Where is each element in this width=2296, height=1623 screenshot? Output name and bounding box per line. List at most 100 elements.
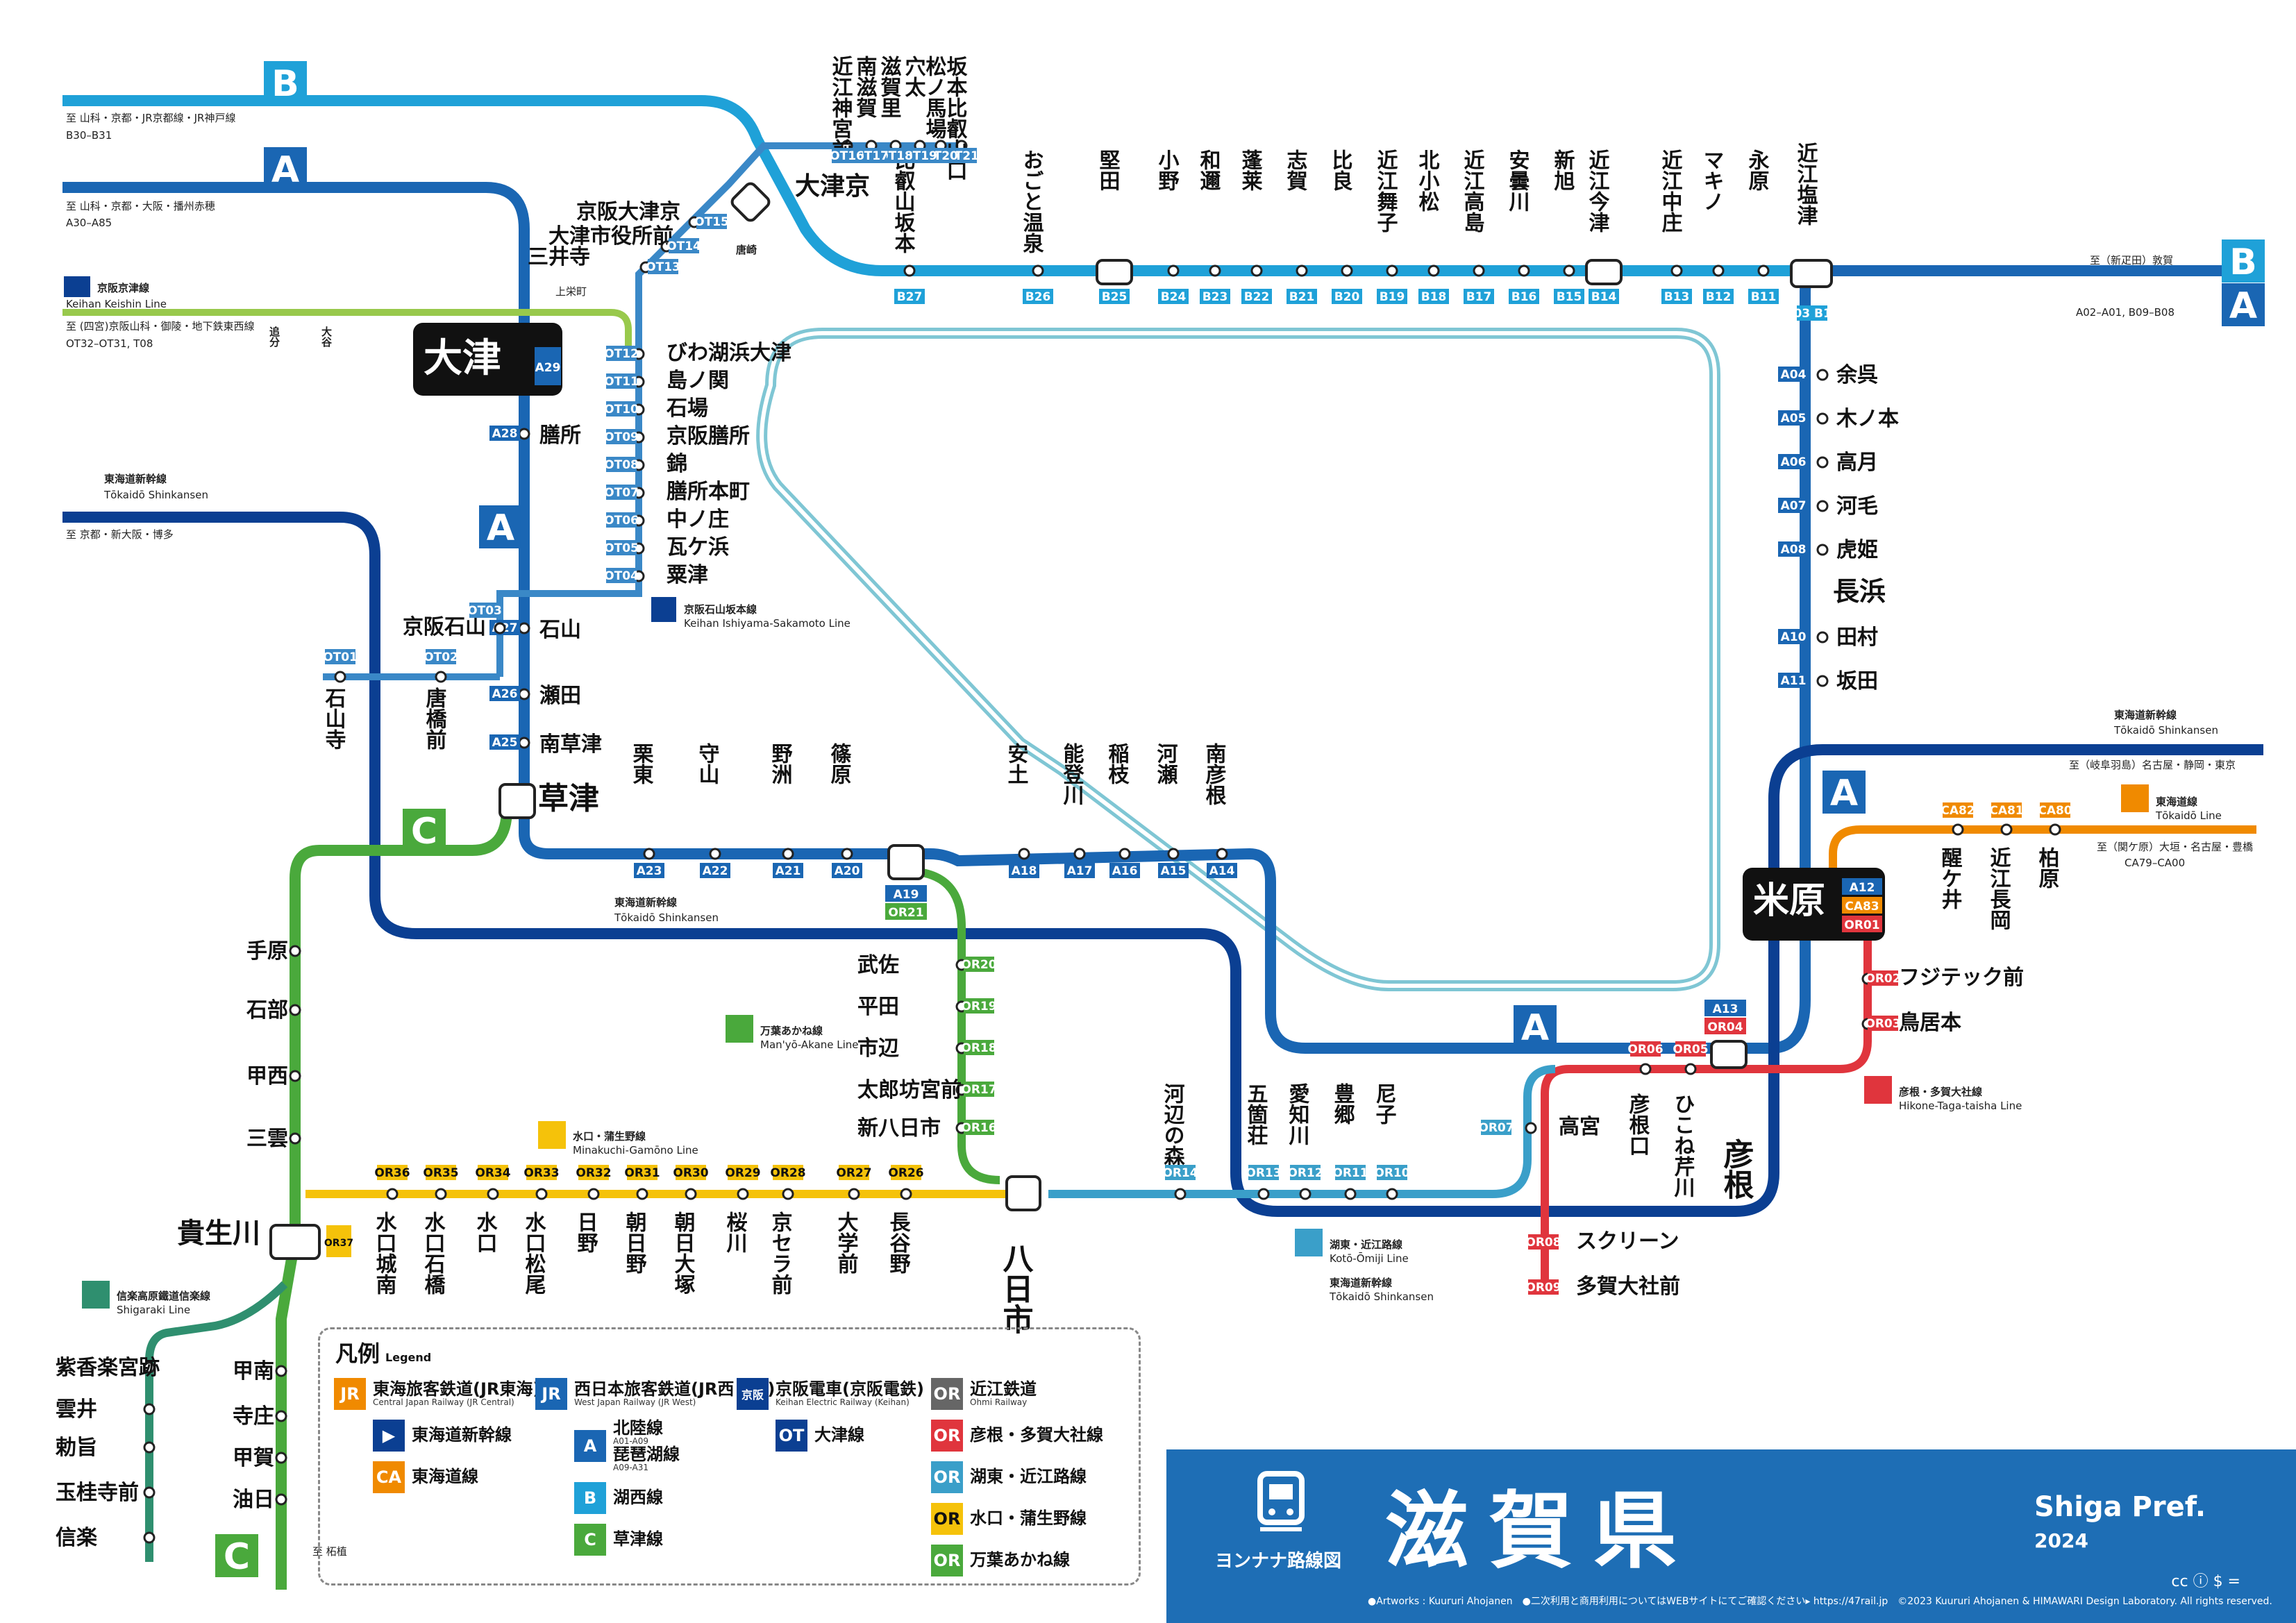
- station-code: OT07: [604, 486, 639, 500]
- station-code-badge: [832, 863, 862, 878]
- maibara-code-ca: CA83: [1845, 900, 1879, 914]
- hachiman-code-a: A19: [894, 888, 919, 902]
- station-code-badge: [489, 686, 520, 701]
- station-marker: [1299, 1188, 1312, 1200]
- station-name: フジテック前: [1899, 966, 2024, 990]
- station-code: A03 B10: [1784, 307, 1840, 321]
- station-code: OR34: [475, 1166, 510, 1180]
- station-name: 京阪大津京: [576, 200, 680, 224]
- station-code: OT17: [854, 149, 889, 163]
- station-name: 甲南: [233, 1359, 274, 1384]
- station-code-badge: [1099, 289, 1130, 304]
- station-name: 栗東: [629, 743, 654, 784]
- station-code: A17: [1067, 864, 1093, 878]
- station-name: 粟津: [667, 563, 708, 587]
- nagahama-label: 長浜: [1833, 576, 1886, 607]
- legend-hokuriku-codes: A01-A09: [613, 1436, 649, 1447]
- station-name: 水口松尾: [521, 1211, 546, 1295]
- station-name: 篠原: [827, 743, 852, 784]
- station-code-badge: [1241, 289, 1272, 304]
- station-marker: [1816, 631, 1829, 644]
- station-code-badge: [1661, 289, 1692, 304]
- station-code: B25: [1102, 290, 1128, 304]
- station-name: 稲枝: [1105, 743, 1130, 784]
- shinkansen-label-west-en: Tōkaidō Shinkansen: [103, 489, 208, 501]
- station-marker: [709, 848, 721, 860]
- terminal-b-west: 至 山科・京都・JR京都線・JR神戸線: [66, 112, 235, 124]
- station-marker: [275, 1365, 287, 1377]
- legend-kusatsu: 草津線: [613, 1529, 663, 1549]
- station-code-badge: [1778, 498, 1809, 513]
- station-code: OR26: [888, 1166, 923, 1180]
- koto-label: 湖東・近江路線: [1330, 1238, 1402, 1251]
- station-code: A14: [1209, 864, 1235, 878]
- legend-tokaido: 東海道線: [412, 1467, 478, 1487]
- keishin-line-name: 京阪京津線: [97, 282, 149, 294]
- station-code-badge: [1332, 289, 1362, 304]
- terminal-kusatsu-south: 至 柘植: [312, 1545, 347, 1558]
- station-code-badge: [696, 214, 727, 229]
- station-code-badge: [1554, 289, 1584, 304]
- station-marker: [1386, 1188, 1398, 1200]
- station-name: 能登川: [1059, 743, 1085, 805]
- station-name: 信楽: [56, 1526, 97, 1550]
- tokaido-shinkansen: [62, 512, 2263, 1217]
- station-code-badge: [1778, 541, 1809, 557]
- shinkansen-label-east: 東海道新幹線: [2114, 709, 2177, 721]
- kibukawa-code: OR37: [324, 1238, 353, 1249]
- cc-license-icons: cc ⓘ $ =: [2171, 1573, 2240, 1590]
- terminal-ca-east-codes: CA79–CA00: [2125, 857, 2185, 869]
- station-marker: [1816, 675, 1829, 687]
- station-marker: [848, 1188, 860, 1200]
- station-name: 石山寺: [321, 687, 347, 750]
- station-name: 油日: [233, 1488, 274, 1512]
- station-name: 近江神宮前: [828, 56, 853, 160]
- jr-west-badge-icon: JR: [535, 1378, 567, 1410]
- station-code: A16: [1112, 864, 1138, 878]
- station-name: 守山: [695, 743, 719, 784]
- station-code: B14: [1591, 290, 1617, 304]
- station-code-badge: [1335, 1165, 1366, 1180]
- station-name: 南彦根: [1202, 743, 1227, 806]
- station-marker: [1670, 264, 1683, 277]
- station-name: 長谷野: [886, 1211, 911, 1274]
- station-code: OT03: [467, 604, 502, 618]
- ca-line-label-en: Tōkaidō Line: [2155, 809, 2222, 822]
- station-name: 河毛: [1836, 494, 1878, 519]
- legend-jr-central: 東海旅客鉄道(JR東海): [373, 1379, 541, 1399]
- station-marker: [1341, 264, 1353, 277]
- station-marker: [1525, 1122, 1537, 1134]
- station-code-badge: [1377, 289, 1407, 304]
- kusatsu-major-label: 草津: [538, 781, 599, 816]
- station-name: 水口: [473, 1211, 498, 1253]
- or-minakuchi-icon: OR: [931, 1503, 963, 1535]
- station-code: OT12: [604, 347, 639, 361]
- major-stations: 大津 A29 米原 A12 CA83 OR01 彦根 A13 OR04 草津 A…: [177, 171, 1886, 1334]
- station-code: OR07: [1478, 1121, 1514, 1135]
- station-name: 京阪石山: [403, 615, 486, 639]
- station-name: 新八日市: [857, 1116, 941, 1141]
- ot-badge-icon: OT: [776, 1420, 807, 1452]
- station-code: CA80: [2038, 804, 2072, 818]
- station-code: OR29: [725, 1166, 760, 1180]
- badge-c-mid: C: [411, 811, 437, 852]
- station-marker: [1174, 1188, 1187, 1200]
- station-code-badge: [1418, 289, 1449, 304]
- otsukyo-label: 大津京: [795, 171, 870, 201]
- station-marker: [487, 1188, 499, 1200]
- taisha-label-en: Hikone-Taga-taisha Line: [1899, 1100, 2022, 1112]
- station-code: OR02: [1865, 972, 1900, 986]
- keihan-keishin-line: [62, 309, 632, 354]
- station-name: 多賀大社前: [1576, 1275, 1680, 1299]
- station-marker: [1167, 848, 1180, 860]
- station-marker: [643, 848, 655, 860]
- legend-keihan: 京阪電車(京阪電鉄): [776, 1379, 924, 1399]
- station-marker: [289, 1132, 301, 1145]
- terminal-b-west-codes: B30–B31: [66, 129, 112, 142]
- station-name: 河瀬: [1153, 743, 1178, 785]
- station-name: 豊郷: [1330, 1083, 1355, 1125]
- station-code: OR12: [1287, 1166, 1323, 1180]
